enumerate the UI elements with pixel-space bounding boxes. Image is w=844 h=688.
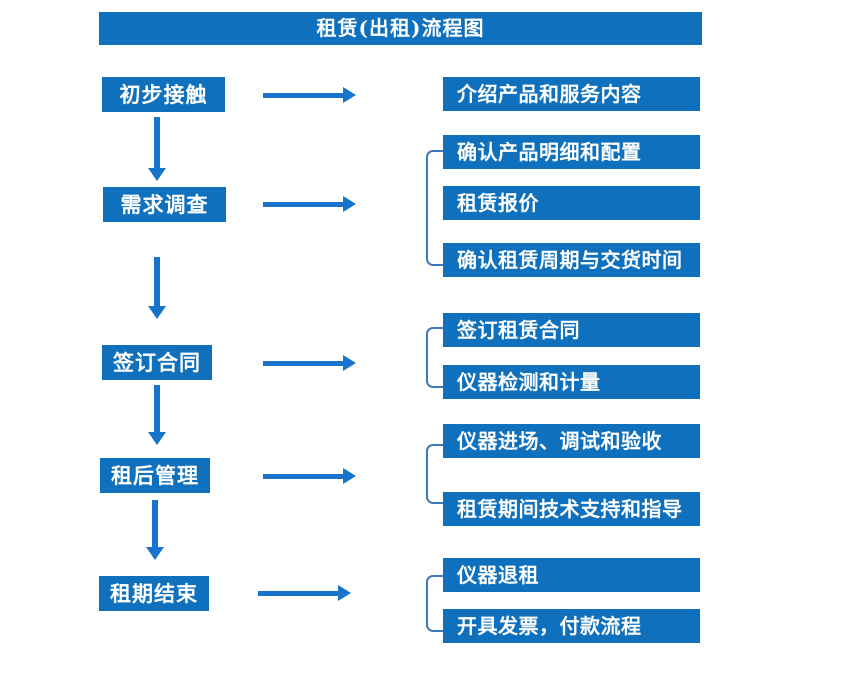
detail-box-confirm-rental-period: 确认租赁周期与交货时间	[443, 243, 700, 277]
group-bracket	[426, 150, 450, 266]
detail-box-confirm-product-details: 确认产品明细和配置	[443, 135, 700, 169]
detail-box-sign-rental-contract: 签订租赁合同	[443, 313, 700, 347]
detail-box-invoice-payment: 开具发票，付款流程	[443, 609, 700, 643]
arrow-down-icon	[148, 117, 166, 181]
arrow-down-icon	[148, 385, 166, 445]
arrow-right-icon	[263, 468, 356, 484]
diagram-title: 租赁(出租)流程图	[99, 12, 702, 45]
detail-box-rental-quote: 租赁报价	[443, 186, 700, 220]
arrow-right-icon	[263, 355, 356, 371]
arrow-right-icon	[263, 87, 356, 103]
step-box-rental-period-end: 租期结束	[99, 576, 209, 611]
detail-box-instrument-testing: 仪器检测和计量	[443, 365, 700, 399]
group-bracket	[426, 575, 450, 632]
group-bracket	[426, 444, 450, 504]
group-bracket	[426, 327, 450, 388]
step-box-demand-survey: 需求调查	[103, 187, 226, 222]
arrow-right-icon	[258, 585, 351, 601]
detail-box-instrument-setup-acceptance: 仪器进场、调试和验收	[443, 424, 700, 458]
arrow-down-icon	[146, 500, 164, 560]
detail-box-introduce-products: 介绍产品和服务内容	[443, 77, 700, 111]
arrow-right-icon	[263, 196, 356, 212]
detail-box-tech-support: 租赁期间技术支持和指导	[443, 492, 700, 526]
arrow-down-icon	[148, 257, 166, 319]
step-box-initial-contact: 初步接触	[102, 77, 225, 112]
detail-box-instrument-return: 仪器退租	[443, 558, 700, 592]
step-box-post-rental-management: 租后管理	[100, 458, 210, 493]
step-box-sign-contract: 签订合同	[102, 345, 212, 380]
